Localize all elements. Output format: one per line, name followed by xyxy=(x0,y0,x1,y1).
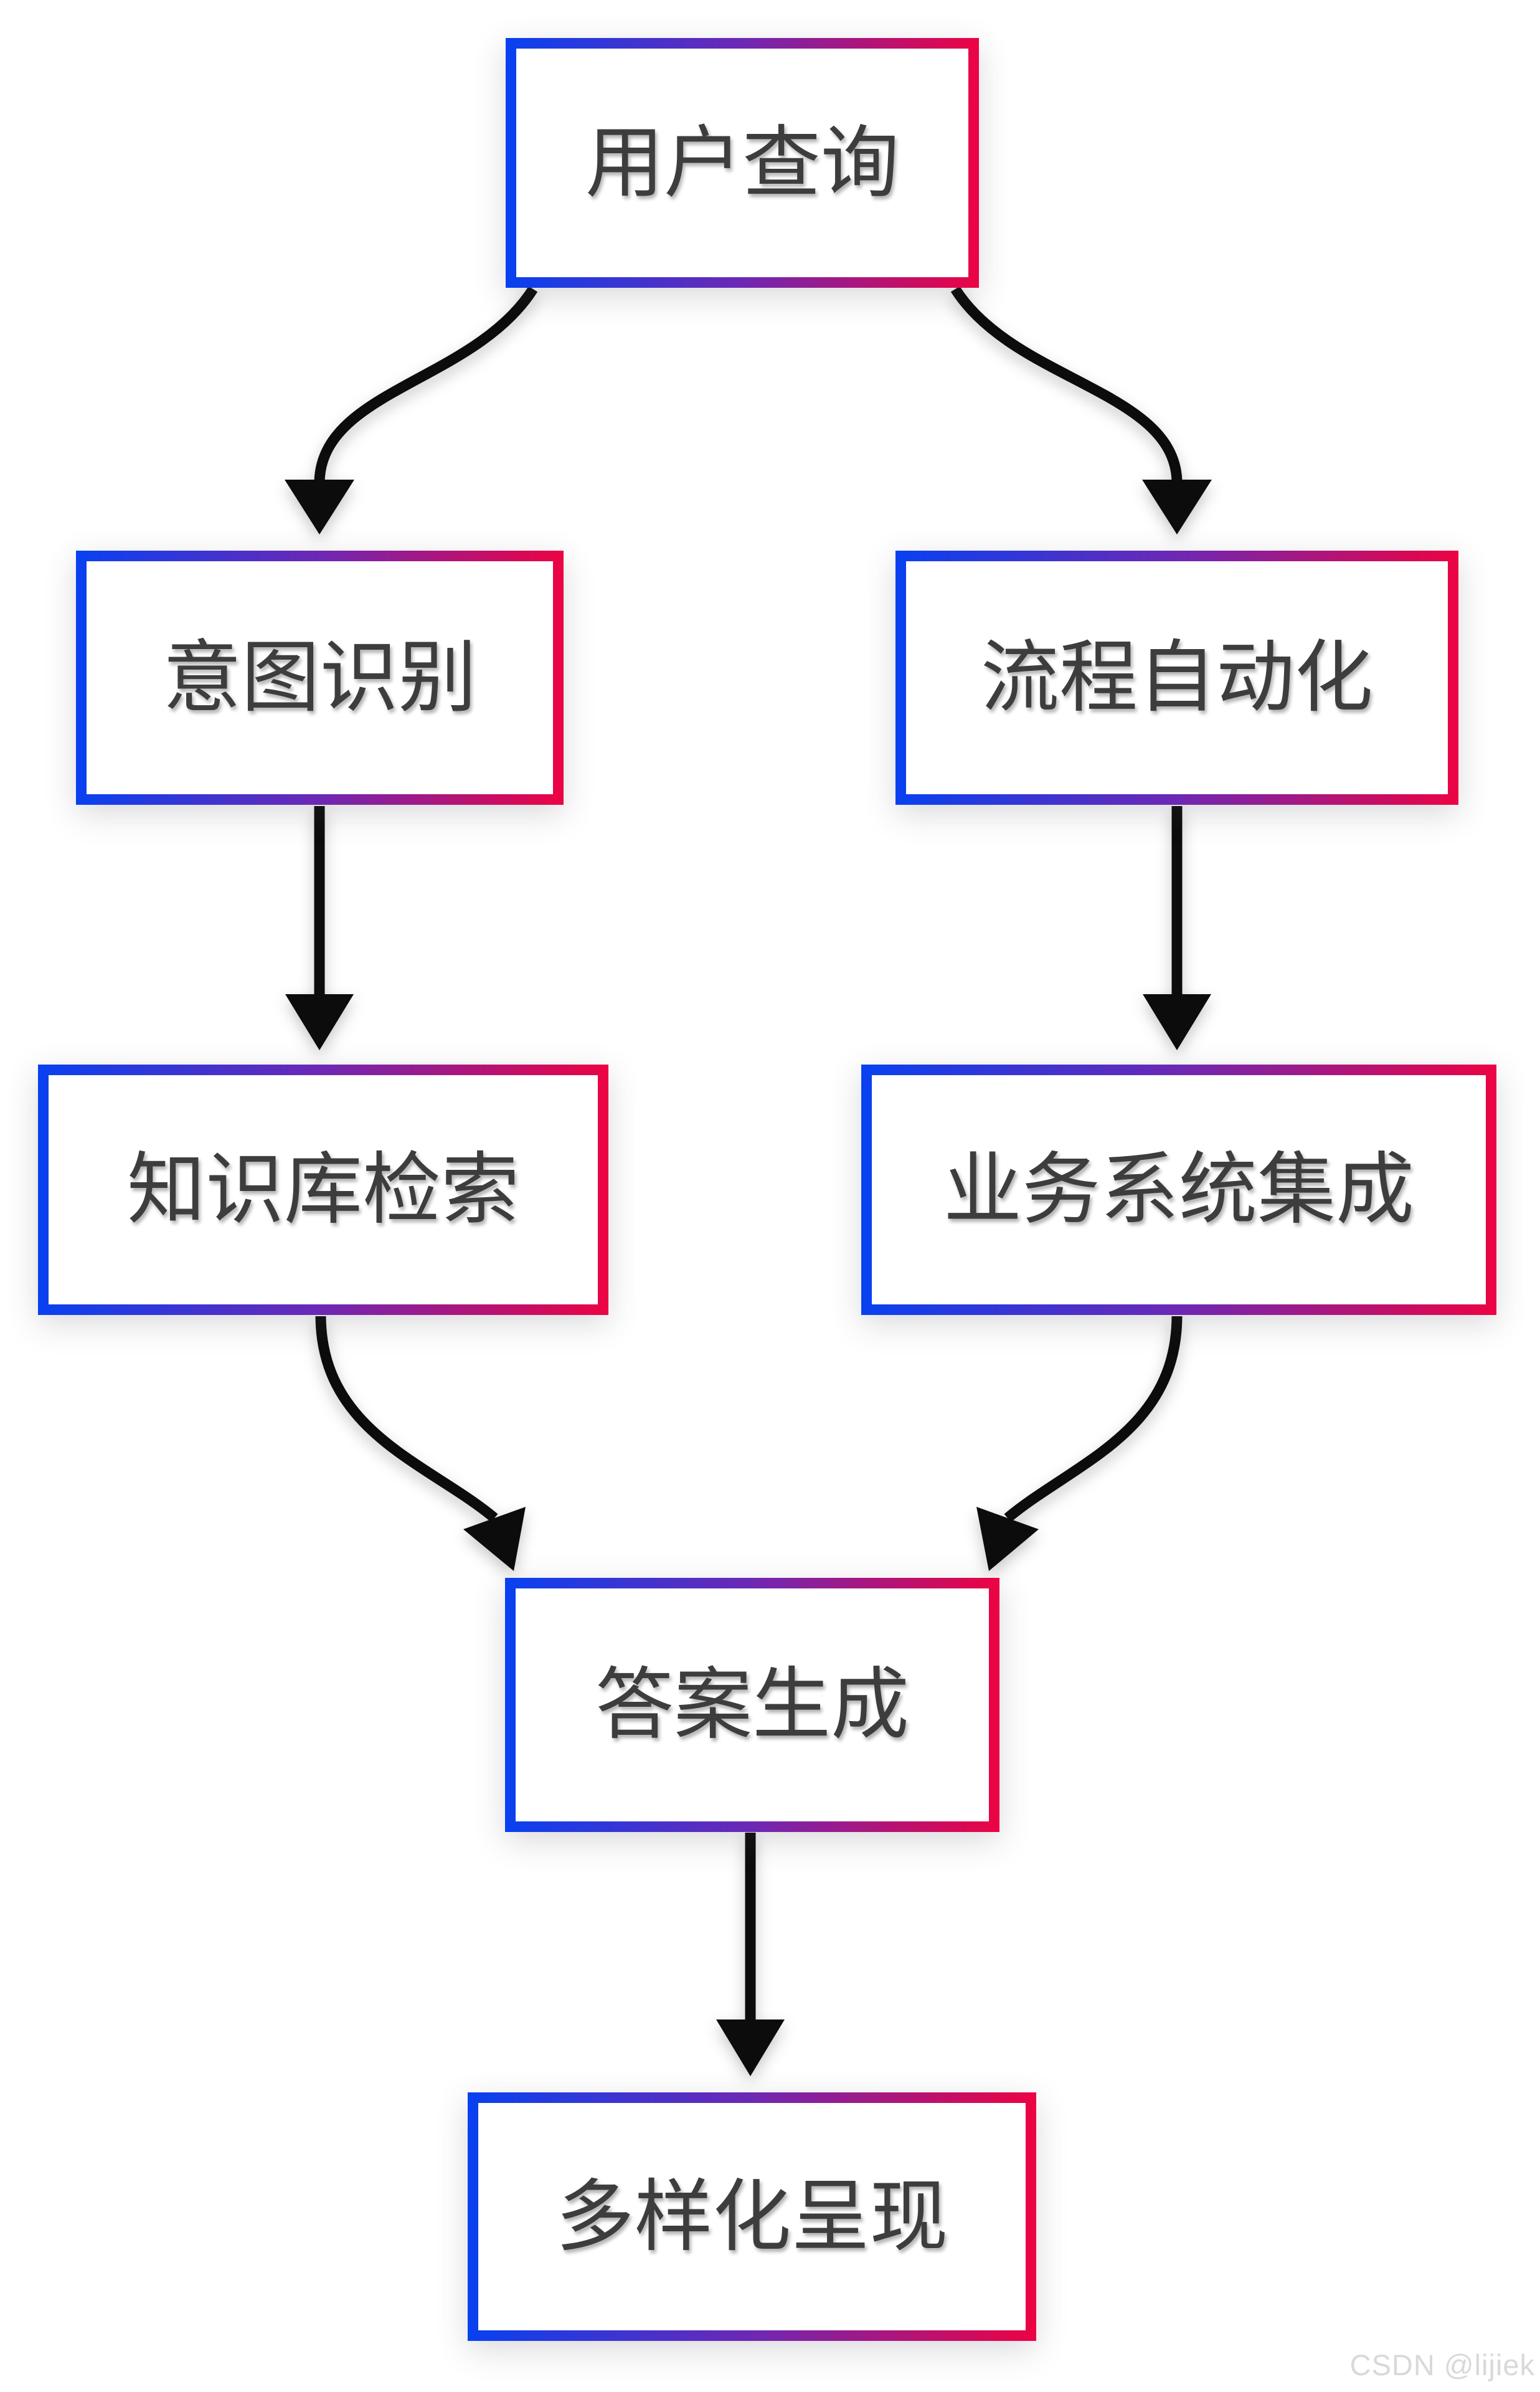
node-process-automation: 流程自动化 xyxy=(895,551,1458,805)
arrow-user-query-to-intent-recognition xyxy=(285,286,538,534)
arrow-intent-recognition-to-knowledge-base-retrieval xyxy=(285,806,354,1050)
node-diversified-presentation-label: 多样化呈现 xyxy=(555,2172,948,2261)
arrow-business-system-integration-to-answer-generation xyxy=(976,1316,1183,1571)
node-business-system-integration: 业务系统集成 xyxy=(861,1065,1496,1315)
node-business-system-integration-label: 业务系统集成 xyxy=(943,1146,1414,1233)
node-answer-generation-label: 答案生成 xyxy=(595,1661,909,1749)
node-user-query-label: 用户查询 xyxy=(585,118,899,207)
arrow-knowledge-base-retrieval-to-answer-generation xyxy=(315,1316,526,1571)
node-answer-generation: 答案生成 xyxy=(505,1578,999,1832)
arrow-answer-generation-to-diversified-presentation xyxy=(716,1833,785,2076)
node-user-query-inner: 用户查询 xyxy=(516,49,968,277)
node-process-automation-inner: 流程自动化 xyxy=(906,561,1448,794)
node-answer-generation-inner: 答案生成 xyxy=(516,1588,989,1821)
node-intent-recognition: 意图识别 xyxy=(76,551,564,805)
arrow-process-automation-to-business-system-integration xyxy=(1143,806,1211,1050)
node-knowledge-base-retrieval-label: 知识库检索 xyxy=(127,1146,519,1233)
arrow-user-query-to-process-automation xyxy=(950,286,1212,534)
node-user-query: 用户查询 xyxy=(506,38,979,288)
node-diversified-presentation: 多样化呈现 xyxy=(468,2092,1036,2341)
node-business-system-integration-inner: 业务系统集成 xyxy=(872,1075,1486,1304)
node-intent-recognition-inner: 意图识别 xyxy=(87,561,553,794)
node-intent-recognition-label: 意图识别 xyxy=(163,634,477,721)
node-knowledge-base-retrieval: 知识库检索 xyxy=(38,1065,608,1315)
node-process-automation-label: 流程自动化 xyxy=(981,634,1373,721)
node-knowledge-base-retrieval-inner: 知识库检索 xyxy=(49,1075,598,1304)
watermark: CSDN @lijiek xyxy=(1349,2348,1535,2381)
node-diversified-presentation-inner: 多样化呈现 xyxy=(478,2103,1026,2330)
